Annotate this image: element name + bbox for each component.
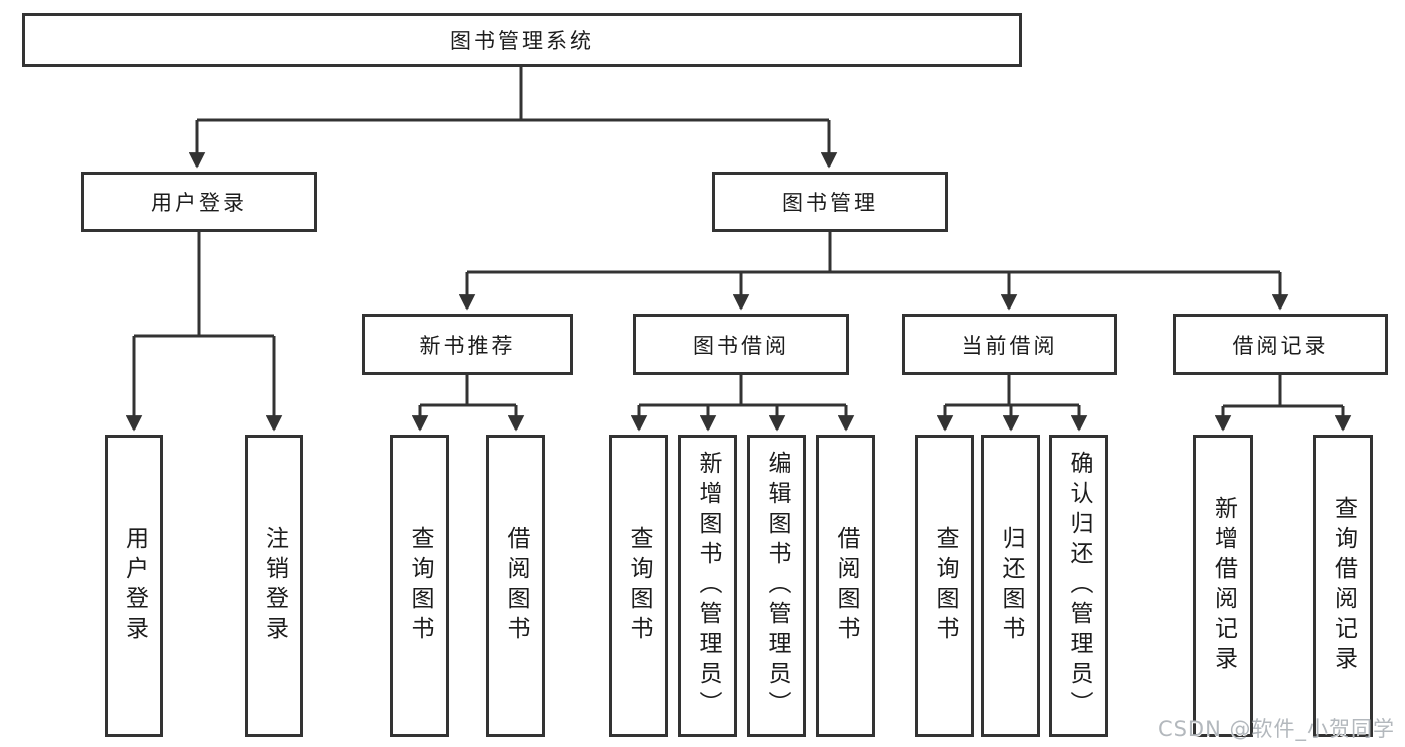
leaf-borrowing-borrow-books: 借阅图书 — [816, 435, 875, 737]
leaf-return-books: 归还图书 — [981, 435, 1040, 737]
node-current-borrowing: 当前借阅 — [902, 314, 1117, 375]
node-new-book-recommendation-label: 新书推荐 — [419, 333, 516, 358]
node-book-borrowing: 图书借阅 — [633, 314, 849, 375]
node-root: 图书管理系统 — [22, 13, 1022, 67]
leaf-add-borrow-record: 新增借阅记录 — [1193, 435, 1253, 737]
watermark: CSDN @软件_小贺同学 — [1157, 717, 1395, 741]
leaf-user-login-label: 用户登录 — [121, 526, 148, 646]
node-root-label: 图书管理系统 — [450, 29, 594, 53]
leaf-edit-books-admin: 编辑图书（管理员） — [747, 435, 806, 737]
leaf-user-login: 用户登录 — [105, 435, 163, 737]
leaf-confirm-return-admin: 确认归还（管理员） — [1049, 435, 1108, 737]
node-borrowing-records: 借阅记录 — [1173, 314, 1388, 375]
node-current-borrowing-label: 当前借阅 — [961, 333, 1058, 358]
node-borrowing-records-label: 借阅记录 — [1232, 333, 1329, 358]
leaf-edit-books-admin-label: 编辑图书（管理员） — [764, 451, 790, 721]
leaf-confirm-return-admin-label: 确认归还（管理员） — [1066, 451, 1092, 721]
leaf-logout: 注销登录 — [245, 435, 303, 737]
leaf-recommend-query-books: 查询图书 — [390, 435, 449, 737]
leaf-borrowing-query-books: 查询图书 — [609, 435, 668, 737]
leaf-borrowing-query-books-label: 查询图书 — [626, 526, 652, 646]
leaf-logout-label: 注销登录 — [261, 526, 288, 646]
node-user-login-label: 用户登录 — [151, 191, 247, 215]
leaf-return-books-label: 归还图书 — [998, 526, 1024, 646]
leaf-query-borrow-record: 查询借阅记录 — [1313, 435, 1373, 737]
node-book-borrowing-label: 图书借阅 — [693, 333, 789, 358]
leaf-add-books-admin-label: 新增图书（管理员） — [695, 451, 721, 721]
leaf-recommend-borrow-books-label: 借阅图书 — [503, 526, 529, 646]
node-user-login: 用户登录 — [81, 172, 317, 232]
leaf-borrowing-borrow-books-label: 借阅图书 — [833, 526, 859, 646]
node-book-management-label: 图书管理 — [782, 191, 878, 215]
leaf-query-borrow-record-label: 查询借阅记录 — [1330, 496, 1357, 676]
node-book-management: 图书管理 — [712, 172, 948, 232]
leaf-current-query-books: 查询图书 — [915, 435, 974, 737]
leaf-current-query-books-label: 查询图书 — [932, 526, 958, 646]
leaf-recommend-borrow-books: 借阅图书 — [486, 435, 545, 737]
node-new-book-recommendation: 新书推荐 — [362, 314, 573, 375]
leaf-recommend-query-books-label: 查询图书 — [407, 526, 433, 646]
leaf-add-borrow-record-label: 新增借阅记录 — [1210, 496, 1237, 676]
leaf-add-books-admin: 新增图书（管理员） — [678, 435, 737, 737]
